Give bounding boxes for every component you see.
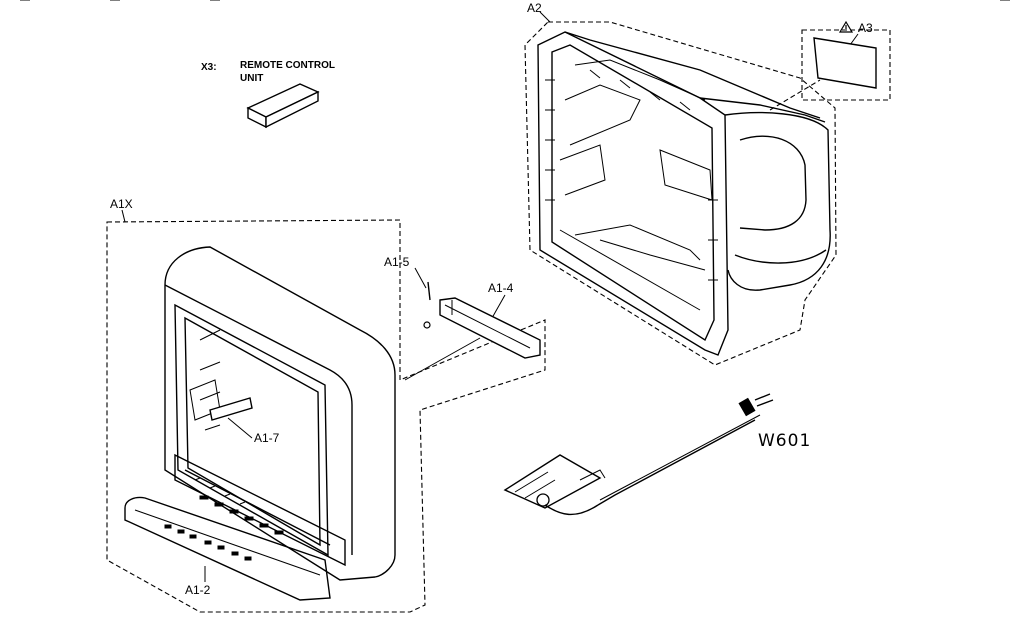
a1x-control-buttons xyxy=(199,495,284,535)
a1x-label: A1X xyxy=(110,197,133,211)
remote-control-unit: X3: REMOTE CONTROL UNIT xyxy=(201,60,335,129)
remote-control-label-line2: UNIT xyxy=(240,73,263,84)
a2-rear-bulge xyxy=(724,111,831,291)
a1-2-label: A1-2 xyxy=(185,583,211,597)
a1x-screen-opening xyxy=(174,303,329,557)
a1x-front-frame xyxy=(164,246,396,581)
a1-7-part xyxy=(209,397,253,421)
a2-assembly-outline xyxy=(524,21,837,366)
a2-label: A2 xyxy=(527,1,542,15)
w601-cord xyxy=(597,419,756,506)
remote-side-face xyxy=(265,90,319,129)
w601-label: W601 xyxy=(758,431,811,451)
a1-5-screw xyxy=(423,281,431,329)
a1-2-strip xyxy=(124,496,331,601)
a1-7-label: A1-7 xyxy=(254,431,280,445)
a1-7-leader xyxy=(227,417,253,439)
a3-label: A3 xyxy=(858,21,873,35)
a1x-assembly-outline xyxy=(106,219,546,613)
a1-5-label: A1-5 xyxy=(384,255,410,269)
a3-plate xyxy=(813,37,877,89)
a2-inner-frame xyxy=(551,44,715,342)
power-cord-w601: W601 xyxy=(503,393,811,516)
a1-2-buttons xyxy=(164,524,252,561)
w601-plug xyxy=(738,393,774,417)
front-panel-a1-2: A1-2 xyxy=(124,495,331,601)
label-plate-a3: A3 xyxy=(801,20,891,101)
a3-dashed-box xyxy=(801,29,891,101)
x3-label: X3: xyxy=(201,62,217,73)
bracket-group-a1-4-a1-5: A1-5 A1-4 xyxy=(384,255,541,381)
a1-4-label: A1-4 xyxy=(488,281,514,295)
warning-triangle-icon xyxy=(838,20,854,33)
front-cabinet-a1x: A1X xyxy=(106,197,546,613)
a2-front-frame xyxy=(537,31,729,356)
rear-cabinet-a2: A2 xyxy=(524,1,837,366)
remote-control-label-line1: REMOTE CONTROL xyxy=(240,60,335,71)
